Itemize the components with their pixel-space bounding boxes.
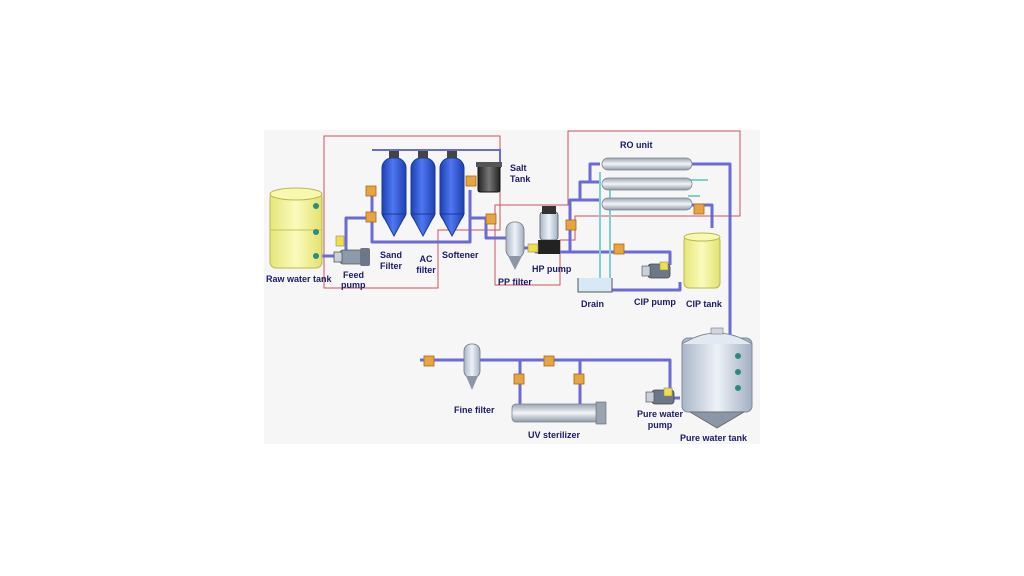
hp-pump [527,206,560,254]
label-ac-filter-line1: AC [419,254,433,264]
raw-water-tank [269,187,323,269]
label-raw-water-tank: Raw water tank [266,274,332,284]
pretreatment-border [323,135,501,289]
label-sand-filter-line2: Filter [379,261,402,271]
fine-filter [463,343,481,390]
pure-water-tank [681,327,753,429]
pp-filter [505,221,525,270]
label-feed-pump-line2: pump [341,280,366,290]
sand-filter-vessel [381,150,407,238]
label-feed-pump-line1: Feed [343,270,365,280]
label-pure-water-pump-line1: Pure water [636,409,684,419]
cip-tank [683,232,721,289]
label-ac-filter-line2: filter [416,265,436,275]
label-fine-filter: Fine filter [454,405,495,415]
label-pp-filter: PP filter [498,277,532,287]
label-pure-water-tank: Pure water tank [680,433,748,443]
label-salt-tank-line2: Tank [510,174,531,184]
label-cip-pump: CIP pump [634,297,676,307]
cip-pump [641,261,671,279]
label-drain: Drain [581,299,605,309]
label-ro-unit: RO unit [620,140,653,150]
label-pure-water-pump-line2: pump [647,420,673,430]
pure-water-pump [645,387,675,405]
uv-sterilizer [511,401,607,425]
label-uv-sterilizer: UV sterilizer [528,430,581,440]
drain [577,278,613,293]
label-softener: Softener [442,250,479,260]
feed-pump [333,235,370,266]
label-cip-tank: CIP tank [686,299,722,309]
ro-membranes [601,157,693,211]
salt-tank [476,162,502,193]
label-hp-pump: HP pump [532,264,572,274]
valves [365,175,705,385]
softener-vessel [439,150,465,238]
ac-filter-vessel [410,150,436,238]
label-sand-filter-line1: Sand [379,250,402,260]
label-salt-tank-line1: Salt [510,163,527,173]
